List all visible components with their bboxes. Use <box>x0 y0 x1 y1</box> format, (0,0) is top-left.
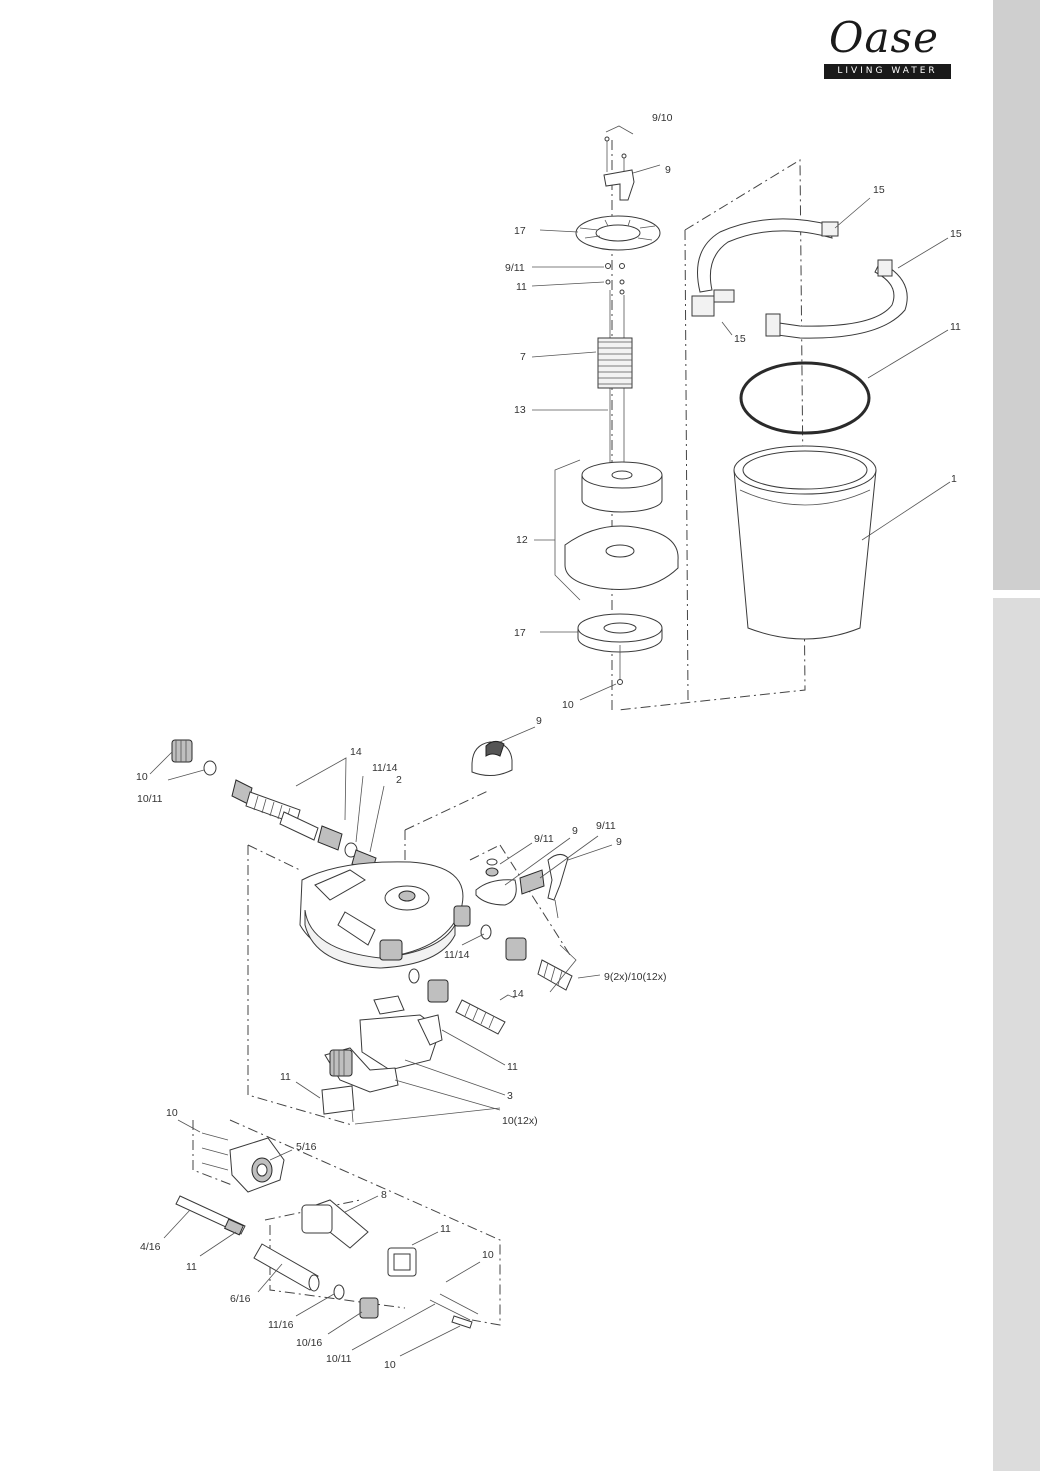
label-14-top: 14 <box>350 746 362 758</box>
label-9-right: 9 <box>616 836 622 848</box>
label-4-16: 4/16 <box>140 1241 161 1253</box>
label-11-14-top: 11/14 <box>372 762 398 774</box>
knob <box>471 740 513 776</box>
label-15-c: 15 <box>734 333 746 345</box>
label-10-bracket: 10 <box>482 1249 494 1261</box>
label-6-16: 6/16 <box>230 1293 251 1305</box>
lower-connectors <box>408 968 506 1035</box>
label-10-12x: 10(12x) <box>502 1115 538 1127</box>
label-2: 2 <box>396 774 402 786</box>
logo-wordmark: Oase <box>829 13 939 62</box>
label-9-11-b: 9/11 <box>596 820 616 832</box>
label-17-bottom: 17 <box>514 627 526 639</box>
label-9-knob: 9 <box>536 715 542 727</box>
label-12: 12 <box>516 534 528 546</box>
oase-logo: Oase LIVING WATER <box>814 14 954 80</box>
label-11-bracket: 11 <box>440 1223 451 1235</box>
logo-tagline: LIVING WATER <box>824 64 951 79</box>
right-connectors <box>480 924 573 991</box>
label-11-ring: 11 <box>950 321 961 333</box>
uv-lamp <box>300 1199 369 1249</box>
bracket <box>387 1247 479 1329</box>
top-plate <box>575 215 661 251</box>
top-clamp <box>603 169 635 201</box>
label-11-left: 11 <box>280 1071 291 1083</box>
part-labels: 9/10 9 17 9/11 11 7 13 12 17 10 15 15 15… <box>136 112 962 1371</box>
label-13: 13 <box>514 404 526 416</box>
label-15-b: 15 <box>950 228 962 240</box>
filter-lid <box>299 861 471 969</box>
valve-parts <box>475 854 569 919</box>
left-connectors <box>171 739 377 873</box>
label-11-top: 11 <box>516 281 527 293</box>
label-1: 1 <box>951 473 957 485</box>
quartz-tube <box>175 1195 246 1236</box>
clamp-ring <box>691 218 908 339</box>
exploded-parts-diagram: 9/10 9 17 9/11 11 7 13 12 17 10 15 15 15… <box>136 112 962 1371</box>
leader-lines <box>149 164 951 1357</box>
central-rod <box>597 290 633 470</box>
base-unit <box>321 995 443 1123</box>
label-9-10-top: 9/10 <box>652 112 673 124</box>
label-10-bottom: 10 <box>384 1359 396 1371</box>
label-10-11-left: 10/11 <box>137 793 163 805</box>
o-ring <box>739 361 871 435</box>
side-tab-lower <box>993 598 1040 1471</box>
uv-bulb <box>253 1243 320 1292</box>
uv-housing <box>201 1132 285 1193</box>
label-11-mid: 11 <box>507 1061 518 1073</box>
label-5-16: 5/16 <box>296 1141 317 1153</box>
label-14-mid: 14 <box>512 988 524 1000</box>
bottom-plate <box>577 613 663 685</box>
label-10-left: 10 <box>136 771 148 783</box>
label-10-11-bottom: 10/11 <box>326 1353 352 1365</box>
label-7: 7 <box>520 351 526 363</box>
label-10-housing: 10 <box>166 1107 178 1119</box>
label-8: 8 <box>381 1189 387 1201</box>
small-washers <box>605 263 625 295</box>
side-tab-upper <box>993 0 1040 590</box>
label-9-11-top: 9/11 <box>505 262 525 274</box>
label-11-14-mid: 11/14 <box>444 949 470 961</box>
filter-container <box>733 445 877 640</box>
label-9-top: 9 <box>665 164 671 176</box>
label-9-11-a: 9/11 <box>534 833 554 845</box>
side-tab-gap <box>993 590 1040 598</box>
label-11-16: 11/16 <box>268 1319 294 1331</box>
label-10-mid: 10 <box>562 699 574 711</box>
label-9x-10x: 9(2x)/10(12x) <box>604 971 666 983</box>
filter-foam <box>554 459 679 601</box>
label-9-mid: 9 <box>572 825 578 837</box>
end-parts <box>333 1284 379 1319</box>
label-15-a: 15 <box>873 184 885 196</box>
label-17-top: 17 <box>514 225 526 237</box>
label-3: 3 <box>507 1090 513 1102</box>
label-11-tube: 11 <box>186 1261 197 1273</box>
label-10-16: 10/16 <box>296 1337 322 1349</box>
